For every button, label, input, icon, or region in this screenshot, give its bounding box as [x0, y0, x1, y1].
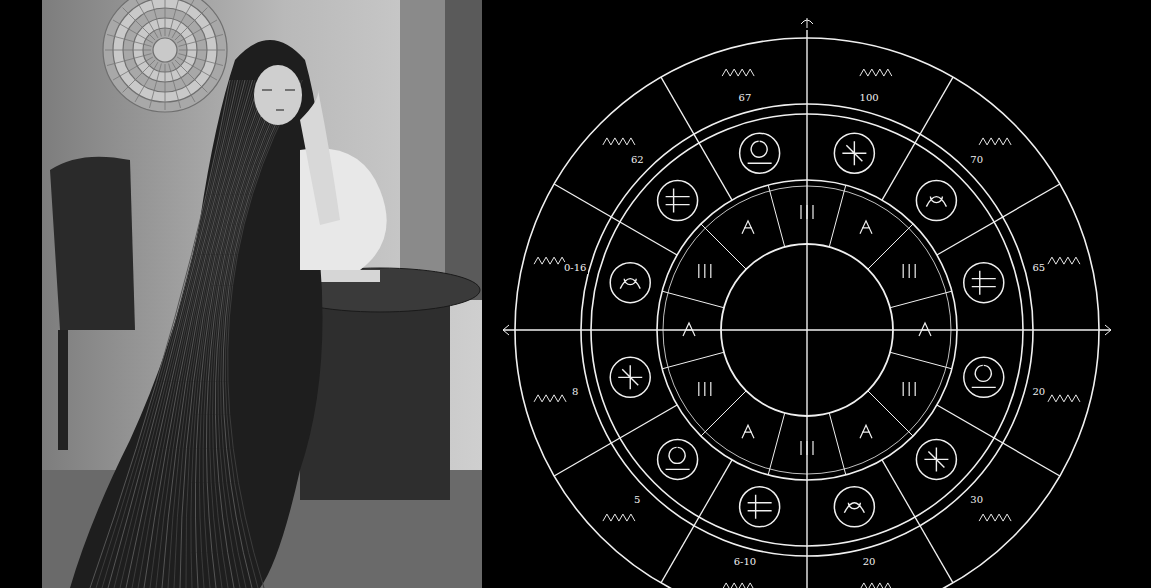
inner-sector-line — [829, 413, 846, 475]
script-squiggle — [1048, 395, 1080, 402]
sign-symbol — [658, 439, 698, 479]
script-squiggle — [860, 69, 892, 76]
inner-glyph — [860, 425, 872, 438]
wall-mandala — [103, 0, 227, 112]
photograph — [42, 0, 482, 588]
inner-sector-line — [768, 185, 785, 247]
inner-glyph — [919, 323, 931, 336]
chart-wheel — [503, 18, 1111, 588]
curtain — [400, 0, 445, 300]
sign-symbol — [834, 487, 874, 527]
inner-sector-line — [868, 224, 913, 269]
arm — [300, 90, 340, 225]
inner-sector-line — [890, 352, 952, 369]
sector-number: 20 — [1030, 386, 1047, 398]
inner-glyph — [903, 382, 915, 396]
script-squiggle — [722, 69, 754, 76]
inner-sector-line — [890, 291, 952, 308]
axis-tick — [1105, 325, 1111, 335]
inner-sector-line — [662, 291, 724, 308]
chair-leg — [58, 330, 68, 450]
script-squiggle — [979, 138, 1011, 145]
sector-number: 0-16 — [562, 262, 588, 274]
sign-symbol — [658, 181, 698, 221]
curtain-shadow — [445, 0, 482, 300]
inner-sector-line — [662, 352, 724, 369]
sign-symbol — [610, 263, 650, 303]
sector-number: 70 — [968, 154, 985, 166]
sector-number: 20 — [861, 556, 878, 568]
hair-strands — [90, 80, 303, 588]
script-squiggle — [603, 138, 635, 145]
sign-symbol — [834, 133, 874, 173]
inner-sector-line — [701, 391, 746, 436]
inner-sector-line — [701, 224, 746, 269]
inner-glyph — [801, 441, 813, 455]
inner-glyph — [683, 323, 695, 336]
script-squiggle — [860, 583, 892, 588]
sector-number: 67 — [737, 92, 754, 104]
sign-symbol — [916, 181, 956, 221]
script-squiggle — [979, 514, 1011, 521]
table-skirt — [300, 300, 450, 500]
axis-line — [806, 30, 807, 588]
sign-symbol — [740, 133, 780, 173]
axis-tick — [503, 325, 509, 335]
wall — [42, 0, 482, 588]
script-squiggle — [722, 583, 754, 588]
sector-number: 6-10 — [732, 556, 758, 568]
face — [254, 65, 302, 125]
sector-number: 8 — [570, 386, 580, 398]
inner-glyph — [801, 205, 813, 219]
inner-glyph — [860, 221, 872, 234]
top-sign — [801, 18, 813, 28]
face-features — [262, 90, 295, 110]
chair — [50, 157, 135, 330]
long-hair — [70, 40, 323, 588]
inner-glyph — [742, 425, 754, 438]
sign-symbol — [610, 357, 650, 397]
sector-number: 30 — [968, 494, 985, 506]
inner-glyph — [699, 264, 711, 278]
sign-symbol — [964, 263, 1004, 303]
inner-sector-line — [868, 391, 913, 436]
papers — [320, 270, 380, 282]
script-squiggle — [1048, 257, 1080, 264]
inner-glyph — [699, 382, 711, 396]
sector-number: 65 — [1030, 262, 1047, 274]
inner-glyph — [742, 221, 754, 234]
sign-symbol — [916, 439, 956, 479]
inner-sector-line — [829, 185, 846, 247]
inner-sector-line — [768, 413, 785, 475]
inner-glyph — [903, 264, 915, 278]
sector-number: 5 — [632, 494, 642, 506]
script-squiggle — [534, 395, 566, 402]
sector-number: 62 — [629, 154, 646, 166]
sign-symbol — [964, 357, 1004, 397]
sector-number: 100 — [858, 92, 881, 104]
sign-symbol — [740, 487, 780, 527]
script-squiggle — [603, 514, 635, 521]
